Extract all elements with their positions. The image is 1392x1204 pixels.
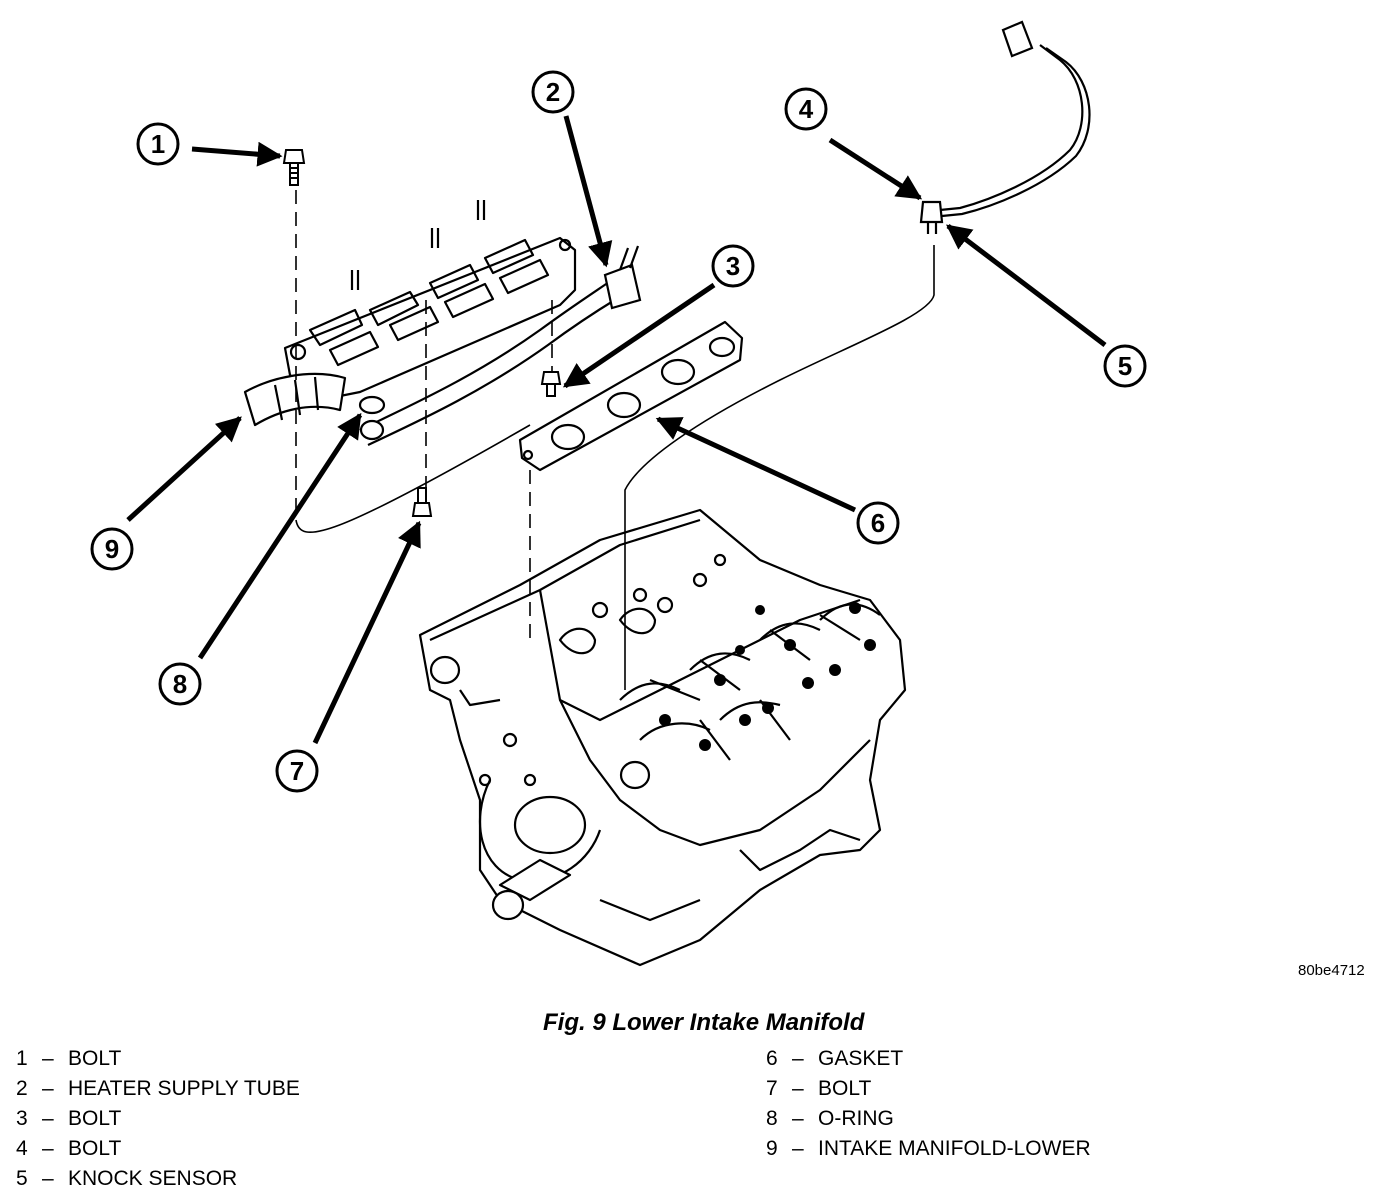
svg-text:2: 2 <box>546 77 560 107</box>
callout-9: 9 <box>90 527 134 571</box>
legend-item-number: 1 <box>16 1047 28 1070</box>
legend-item-number: 5 <box>16 1167 28 1190</box>
legend-item: 8–O-RING <box>766 1104 1091 1134</box>
legend-item-dash: – <box>792 1077 804 1100</box>
legend-item-dash: – <box>792 1137 804 1160</box>
callout-1: 1 <box>136 122 180 166</box>
legend-item-dash: – <box>42 1167 54 1190</box>
callout-7: 7 <box>275 749 319 793</box>
legend-item: 5–KNOCK SENSOR <box>16 1164 300 1194</box>
bolt-1 <box>282 149 306 186</box>
svg-text:6: 6 <box>871 508 885 538</box>
figure-id-code: 80be4712 <box>1298 962 1365 979</box>
legend-item-dash: – <box>42 1077 54 1100</box>
legend-item-number: 9 <box>766 1137 778 1160</box>
legend-item-label: BOLT <box>68 1107 122 1130</box>
intake-manifold-lower <box>243 200 577 427</box>
legend-item-dash: – <box>42 1107 54 1130</box>
svg-text:3: 3 <box>726 251 740 281</box>
knock-sensor <box>919 20 1091 234</box>
legend-item-dash: – <box>42 1047 54 1070</box>
leader-arrows <box>126 115 1107 745</box>
legend-item: 6–GASKET <box>766 1044 1091 1074</box>
o-ring <box>358 395 386 441</box>
callout-3: 3 <box>711 244 755 288</box>
legend-item-label: KNOCK SENSOR <box>68 1167 238 1190</box>
legend-item-dash: – <box>792 1047 804 1070</box>
svg-text:1: 1 <box>151 129 165 159</box>
svg-text:9: 9 <box>105 534 119 564</box>
legend-item-number: 2 <box>16 1077 28 1100</box>
assembly-guide-lines <box>295 190 935 690</box>
heater-supply-tube <box>359 245 642 446</box>
bolt-3 <box>540 371 562 397</box>
legend-item-label: HEATER SUPPLY TUBE <box>68 1077 300 1100</box>
legend-item-label: BOLT <box>68 1047 122 1070</box>
svg-text:8: 8 <box>173 669 187 699</box>
svg-text:4: 4 <box>799 94 814 124</box>
legend-item-dash: – <box>792 1107 804 1130</box>
legend-item-number: 3 <box>16 1107 28 1130</box>
bolt-7 <box>411 487 433 517</box>
legend-item-number: 8 <box>766 1107 778 1130</box>
legend-item-number: 4 <box>16 1137 28 1160</box>
legend-item: 4–BOLT <box>16 1134 300 1164</box>
legend-item-dash: – <box>42 1137 54 1160</box>
legend-item-label: BOLT <box>818 1077 872 1100</box>
legend-item-number: 7 <box>766 1077 778 1100</box>
callout-8: 8 <box>158 662 202 706</box>
callout-4: 4 <box>784 87 828 131</box>
legend-item-label: INTAKE MANIFOLD-LOWER <box>818 1137 1091 1160</box>
legend-item: 9–INTAKE MANIFOLD-LOWER <box>766 1134 1091 1164</box>
legend-item-number: 6 <box>766 1047 778 1070</box>
engine-block <box>418 508 907 967</box>
legend-item: 3–BOLT <box>16 1104 300 1134</box>
legend-item: 7–BOLT <box>766 1074 1091 1104</box>
svg-text:5: 5 <box>1118 351 1132 381</box>
callout-2: 2 <box>531 70 575 114</box>
legend-item-label: BOLT <box>68 1137 122 1160</box>
callout-5: 5 <box>1103 344 1147 388</box>
legend-item-label: GASKET <box>818 1047 904 1070</box>
intake-gasket <box>518 320 744 472</box>
svg-text:7: 7 <box>290 756 304 786</box>
exploded-view-diagram: 1 2 3 4 5 6 7 8 9 <box>90 20 1147 967</box>
legend-item-label: O-RING <box>818 1107 894 1130</box>
figure-caption: Fig. 9 Lower Intake Manifold <box>543 1009 865 1036</box>
legend-item: 2–HEATER SUPPLY TUBE <box>16 1074 300 1104</box>
callout-6: 6 <box>856 501 900 545</box>
legend-item: 1–BOLT <box>16 1044 300 1074</box>
